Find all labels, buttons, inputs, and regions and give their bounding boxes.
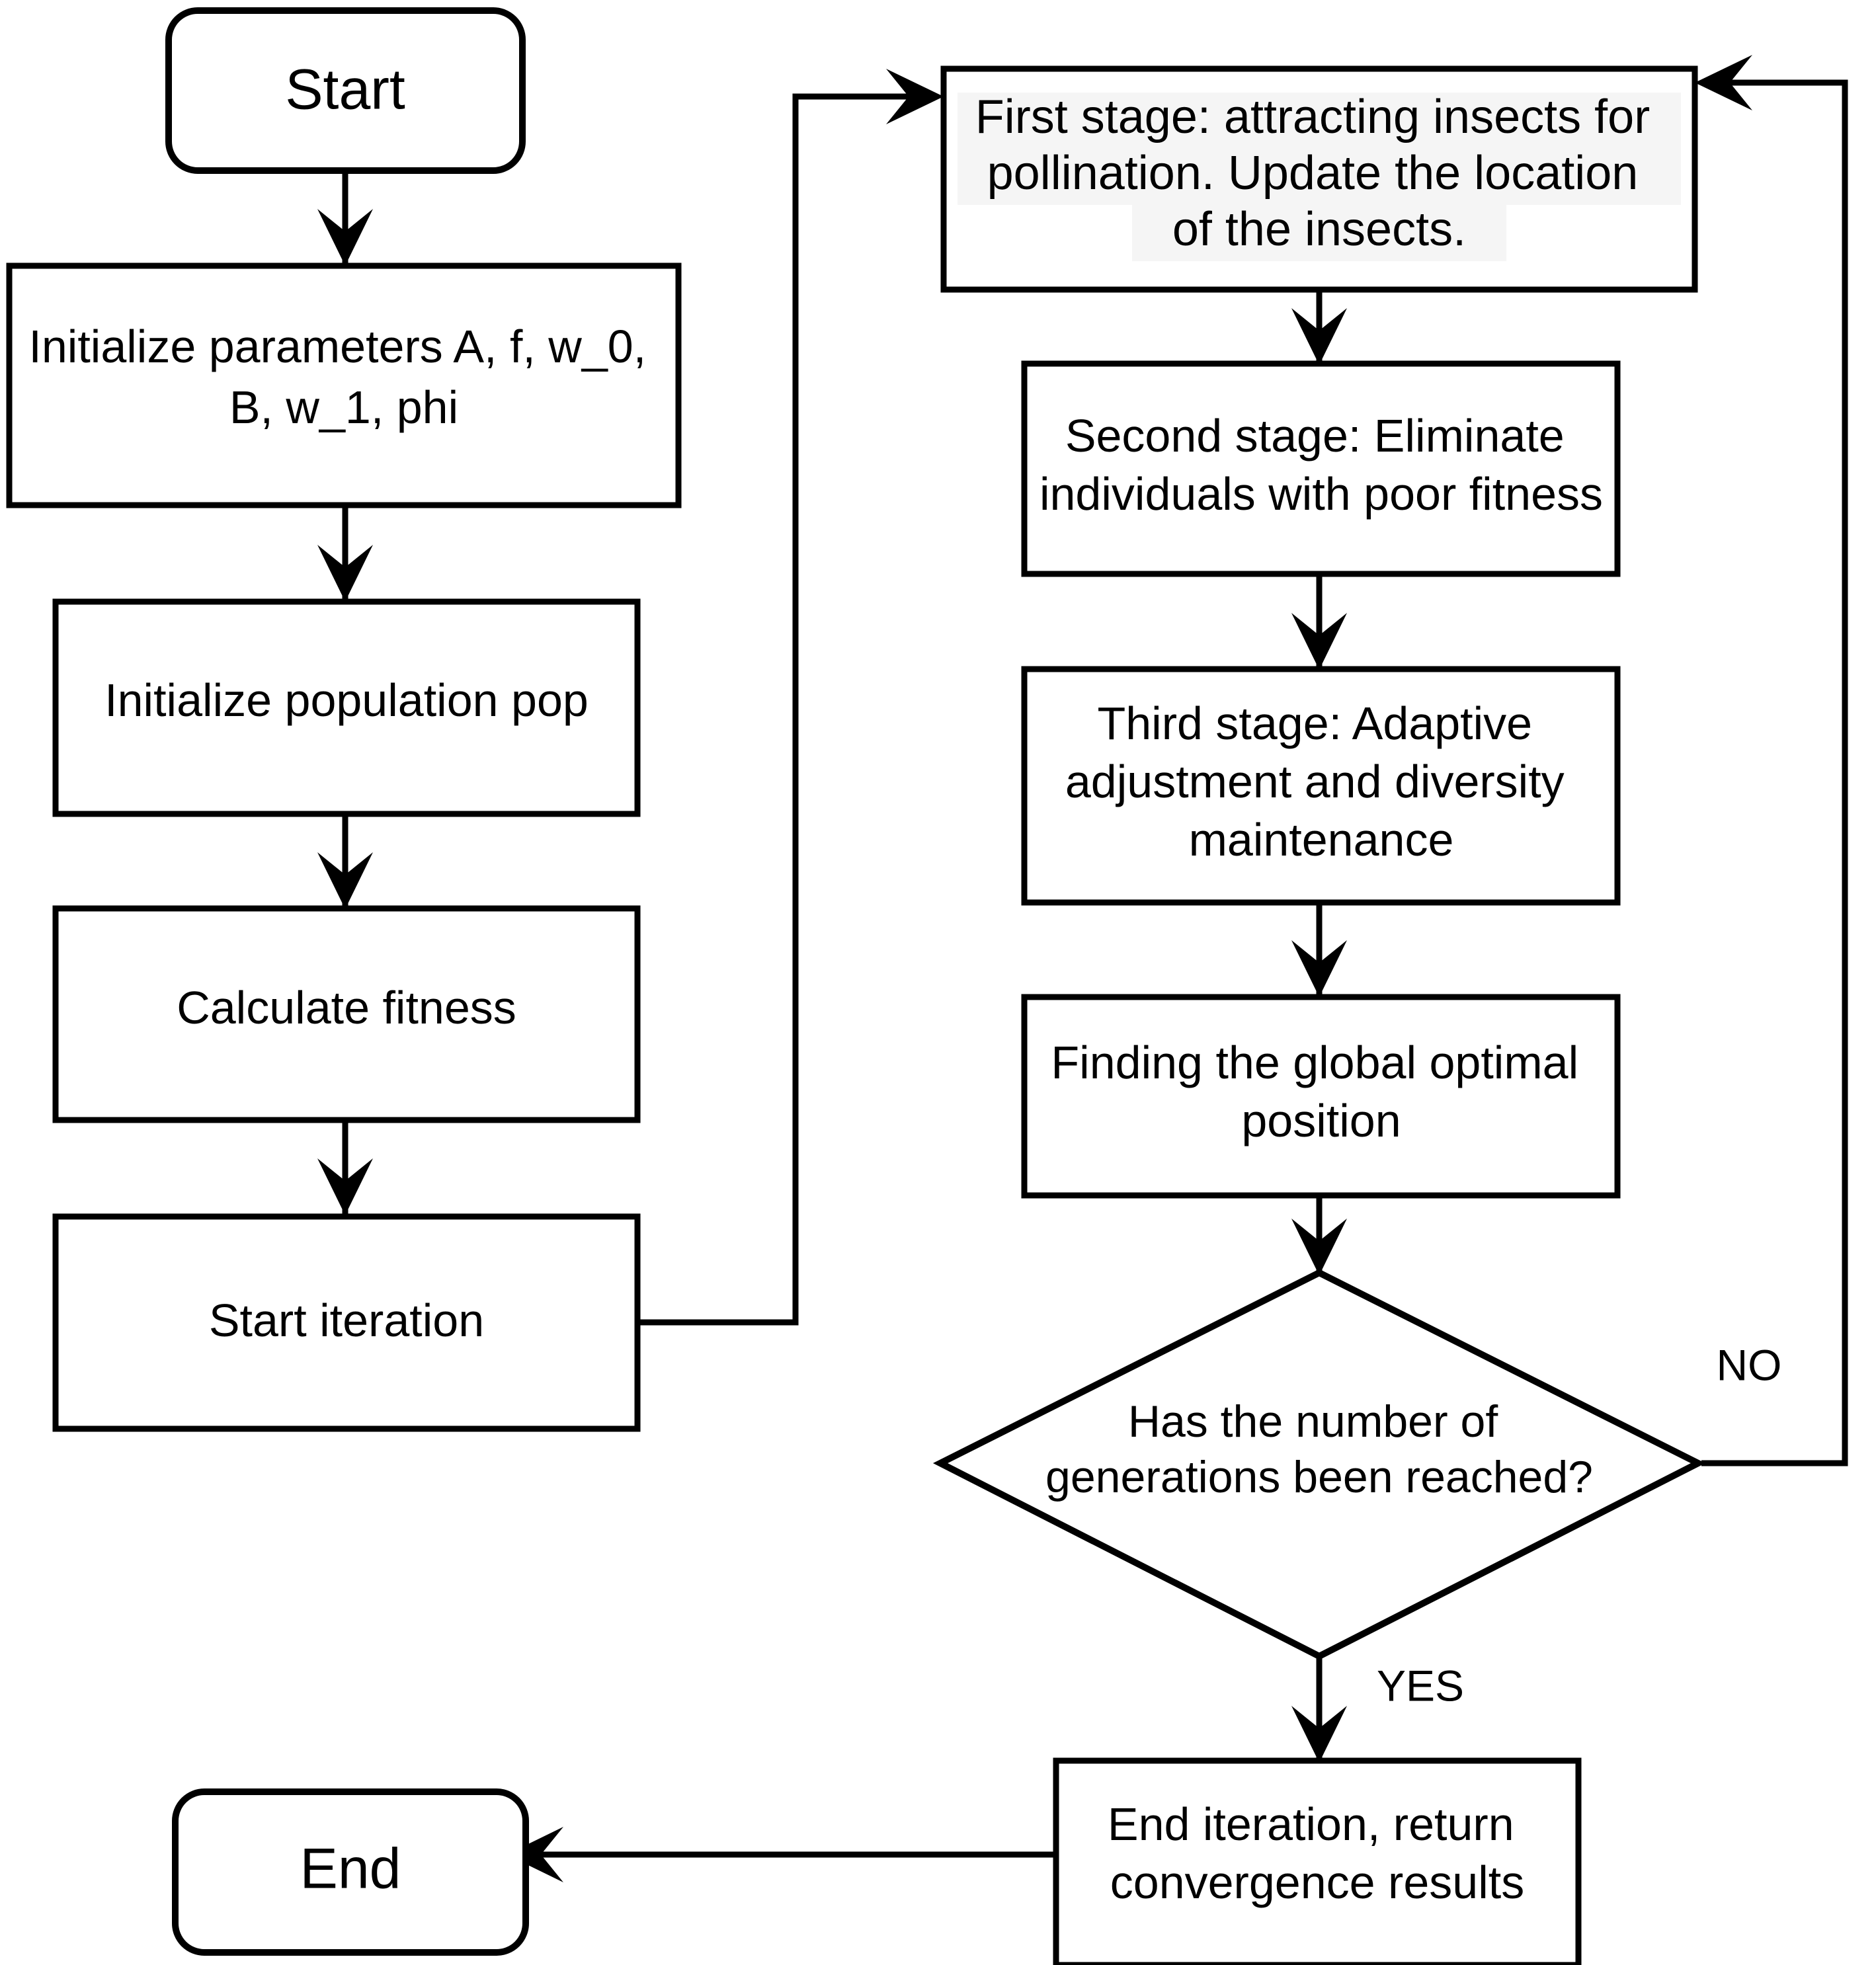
node-third-stage[interactable]: Third stage: Adaptive adjustment and div… (1021, 666, 1621, 906)
edge-second-to-third-stage (1291, 574, 1347, 670)
node-init-params-line-2: B, w_1, phi (229, 381, 458, 433)
edge-fitness-to-start-iteration (317, 1120, 373, 1215)
node-second-stage[interactable]: Second stage: Eliminate individuals with… (1021, 360, 1621, 577)
node-first-stage-line-3: of the insects. (1172, 203, 1466, 256)
node-decision-line-2: generations been reached? (1045, 1452, 1593, 1502)
edge-global-optimal-to-decision (1291, 1195, 1347, 1275)
node-start-iteration-label: Start iteration (209, 1295, 484, 1346)
node-first-stage-line-2: pollination. Update the location (987, 147, 1639, 200)
node-init-params[interactable]: Initialize parameters A, f, w_0, B, w_1,… (6, 262, 682, 508)
node-second-stage-line-2: individuals with poor fitness (1040, 468, 1603, 520)
node-decision-generations-label: Has the number of generations been reach… (1045, 1396, 1593, 1502)
node-second-stage-line-1: Second stage: Eliminate (1065, 410, 1565, 461)
node-init-population-line-1: Initialize population pop (104, 674, 589, 726)
node-first-stage-label: First stage: attracting insects for poll… (975, 91, 1663, 256)
node-start-iteration-line-1: Start iteration (209, 1295, 484, 1346)
node-third-stage-label: Third stage: Adaptive adjustment and div… (1065, 698, 1577, 865)
edge-decision-yes-to-end-iteration (1291, 1656, 1347, 1763)
node-start[interactable]: Start (165, 7, 526, 174)
node-end-iteration[interactable]: End iteration, return convergence result… (1053, 1757, 1582, 1965)
node-end-iteration-line-1: End iteration, return (1108, 1798, 1514, 1850)
node-init-params-line-1: Initialize parameters A, f, w_0, (28, 321, 646, 372)
edge-start-to-init-params (317, 171, 373, 266)
node-calculate-fitness-line-1: Calculate fitness (177, 982, 516, 1033)
first-stage-text-highlight-line1 (958, 93, 1681, 149)
node-end[interactable]: End (172, 1788, 529, 1956)
node-third-stage-line-1: Third stage: Adaptive (1097, 698, 1532, 749)
edge-decision-no-loop (1695, 55, 1848, 1466)
node-find-global-optimal-line-2: position (1241, 1095, 1401, 1146)
node-start-label: Start (285, 58, 405, 122)
node-end-iteration-label: End iteration, return convergence result… (1108, 1798, 1527, 1908)
edge-first-to-second-stage (1291, 290, 1347, 365)
node-decision-line-1: Has the number of (1128, 1396, 1498, 1447)
node-end-label: End (300, 1837, 401, 1901)
node-end-iteration-line-2: convergence results (1110, 1857, 1524, 1908)
edge-end-iteration-to-end (507, 1827, 1055, 1882)
node-find-global-optimal[interactable]: Finding the global optimal position (1021, 994, 1621, 1199)
node-decision-generations[interactable]: Has the number of generations been reach… (932, 1269, 1706, 1660)
node-first-stage-line-1: First stage: attracting insects for (975, 91, 1650, 143)
node-third-stage-line-3: maintenance (1189, 814, 1454, 865)
node-init-params-label: Initialize parameters A, f, w_0, B, w_1,… (28, 321, 659, 433)
node-init-population[interactable]: Initialize population pop (52, 598, 641, 817)
edge-population-to-fitness (317, 814, 373, 909)
node-find-global-optimal-label: Finding the global optimal position (1051, 1037, 1591, 1146)
node-calculate-fitness-label: Calculate fitness (177, 982, 516, 1033)
node-start-iteration[interactable]: Start iteration (52, 1213, 641, 1432)
edge-init-params-to-population (317, 506, 373, 602)
edge-start-iteration-to-first-stage (638, 69, 944, 1326)
node-calculate-fitness[interactable]: Calculate fitness (52, 905, 641, 1123)
node-second-stage-label: Second stage: Eliminate individuals with… (1040, 410, 1603, 520)
node-third-stage-line-2: adjustment and diversity (1065, 756, 1565, 807)
node-init-population-label: Initialize population pop (104, 674, 589, 726)
first-stage-text-highlight-line2 (958, 149, 1681, 205)
edge-label-yes: YES (1377, 1661, 1464, 1710)
first-stage-text-highlight-line3 (1132, 205, 1506, 261)
edge-label-no: NO (1717, 1340, 1782, 1389)
edge-third-stage-to-global-optimal (1291, 902, 1347, 997)
node-find-global-optimal-line-1: Finding the global optimal (1051, 1037, 1578, 1088)
node-first-stage[interactable]: First stage: attracting insects for poll… (940, 65, 1698, 293)
